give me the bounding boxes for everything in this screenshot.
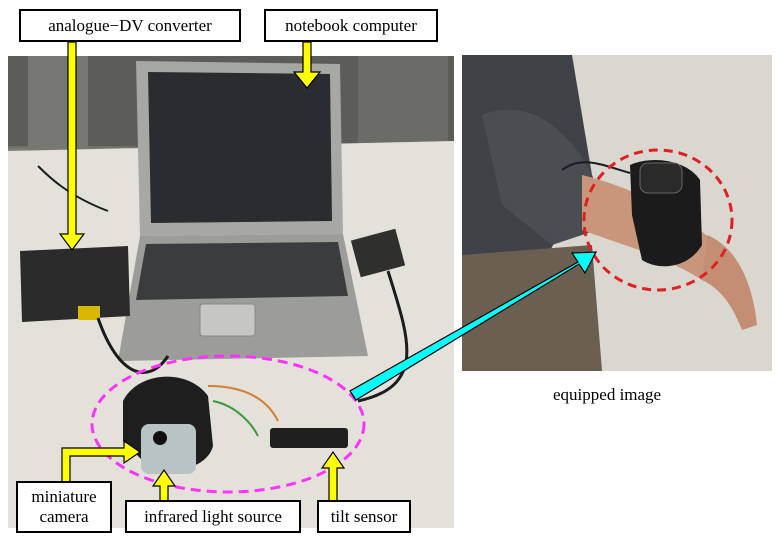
converter-connector [78,306,100,320]
chair-back [28,56,88,151]
arrow-infrared [151,468,177,503]
laptop-screen [148,72,332,223]
label-camera-line2: camera [39,507,89,526]
wire-green [212,400,259,437]
equipment-photo [8,56,454,528]
device-cable [561,161,631,174]
hand [702,235,757,330]
converter-box [20,246,130,322]
label-notebook: notebook computer [264,9,438,42]
label-infrared: infrared light source [125,500,301,533]
label-camera-line1: miniature [31,487,97,507]
label-infrared-text: infrared light source [144,506,282,526]
cable [96,317,170,374]
small-box [350,228,406,278]
label-tilt-text: tilt sensor [330,506,398,526]
battery-pack [639,162,683,194]
cable-3 [37,165,109,212]
laptop-touchpad [199,303,256,337]
sleeve [482,109,612,246]
trousers [462,245,602,371]
arrow-notebook [292,41,322,89]
label-converter: analogue−DV converter [19,9,241,42]
arrow-camera [61,439,142,488]
wrist-circle [582,148,734,292]
label-notebook-text: notebook computer [285,15,417,35]
devices-ellipse [90,354,366,494]
arrow-tilt [320,450,346,503]
equipped-photo-drawing [462,55,772,371]
equipment-photo-drawing [8,56,454,528]
cable-2 [357,270,409,403]
wire-orange [207,385,279,422]
tilt-sensor-device [270,428,348,448]
laptop-keyboard [136,242,348,300]
caption-equipped: equipped image [553,385,662,404]
equipped-photo [462,55,772,371]
camera-lens [153,431,167,445]
arrow-tilt-to-wrist [349,251,598,401]
label-camera: miniature camera [16,481,112,533]
label-converter-text: analogue−DV converter [48,15,212,35]
arrow-converter [58,41,86,251]
label-tilt: tilt sensor [317,500,411,533]
cabinet [358,56,448,156]
